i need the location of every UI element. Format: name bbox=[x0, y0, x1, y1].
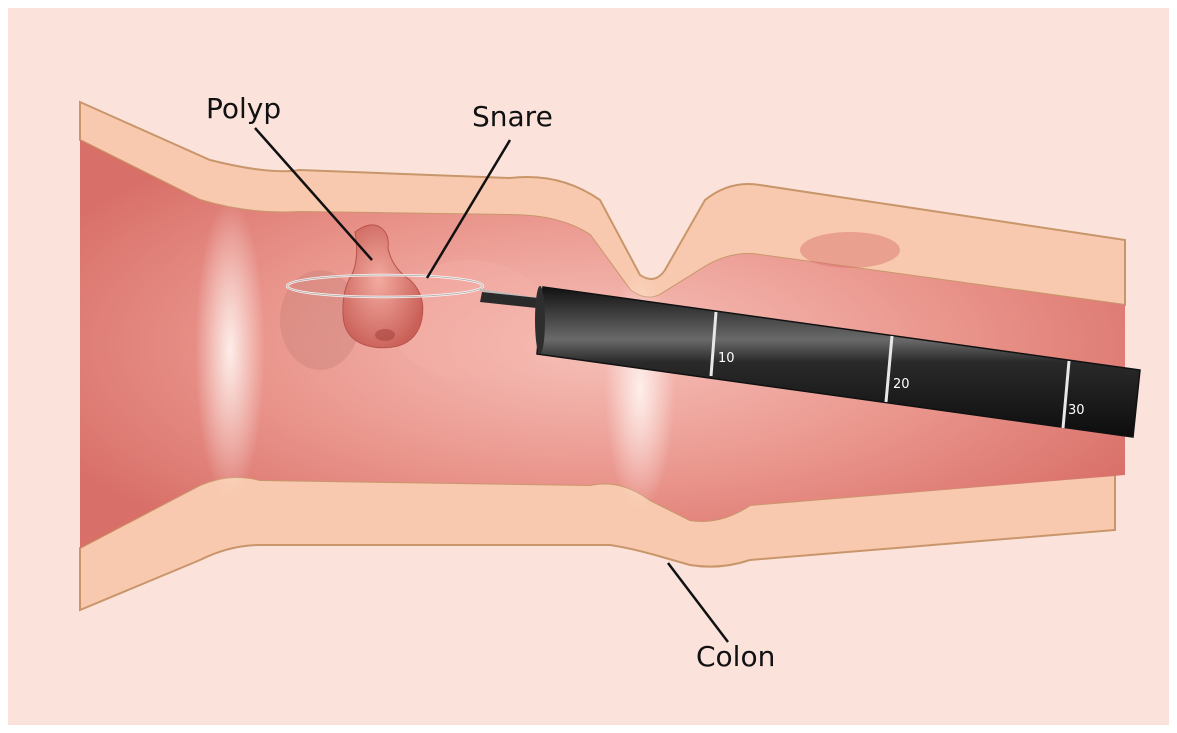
scope-mark-label: 30 bbox=[1068, 403, 1085, 418]
scope-mark-label: 20 bbox=[893, 377, 910, 392]
colon-label: Colon bbox=[696, 640, 775, 673]
haustral-fold bbox=[195, 200, 265, 500]
lumen-shadow bbox=[800, 232, 900, 268]
scope-mark-label: 10 bbox=[718, 351, 735, 366]
polyp-tip bbox=[375, 329, 395, 341]
polyp-label: Polyp bbox=[206, 92, 281, 125]
endoscope-tip bbox=[535, 286, 545, 354]
snare-label: Snare bbox=[472, 100, 553, 133]
